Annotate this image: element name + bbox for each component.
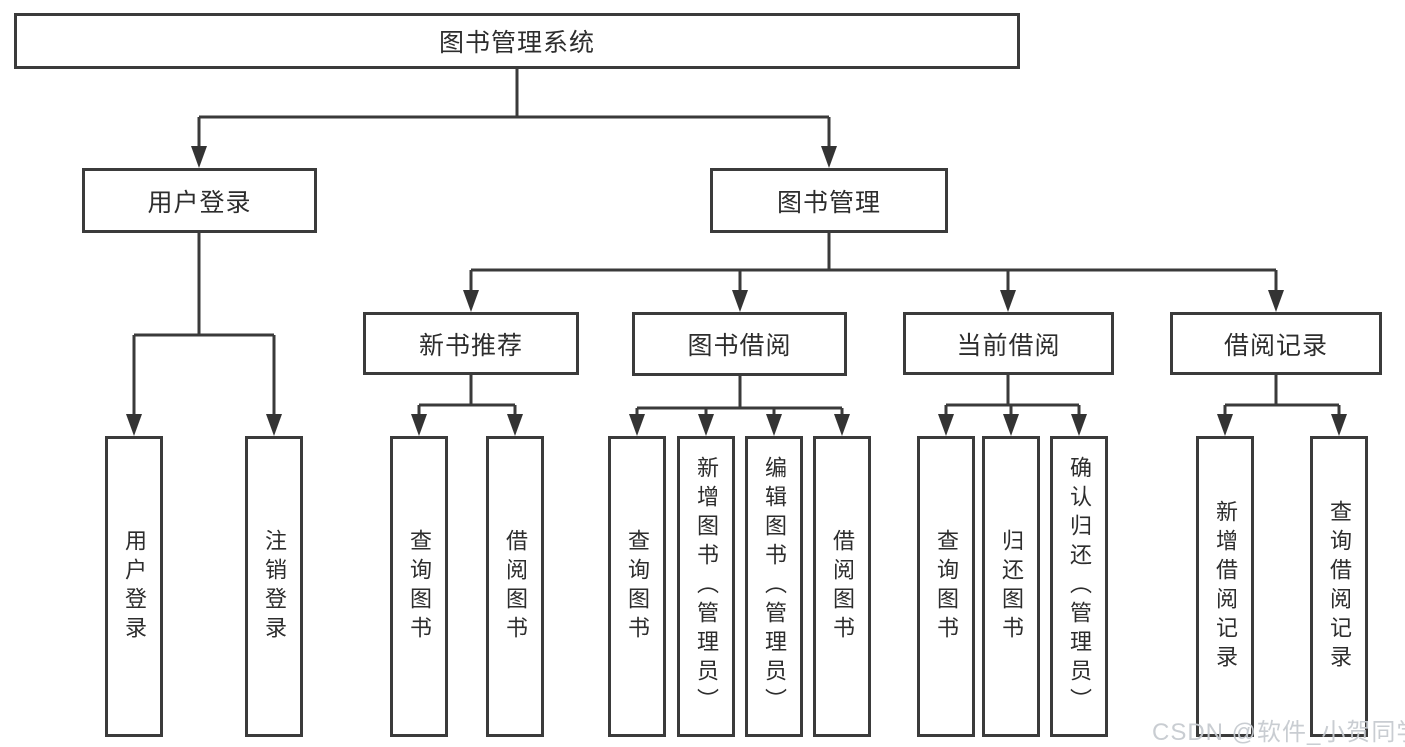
leaf-return-book: 归还图书 (982, 436, 1040, 737)
arrowhead (463, 290, 479, 312)
leaf-label: 编辑图书（管理员） (762, 456, 787, 717)
connector-user-login-group (132, 233, 276, 418)
node-root-label: 图书管理系统 (438, 29, 595, 57)
leaf-label: 归还图书 (999, 528, 1024, 645)
node-current-borrow-label: 当前借阅 (956, 331, 1061, 360)
leaf-logout: 注销登录 (245, 436, 303, 737)
leaf-label: 查询图书 (625, 528, 650, 645)
node-book-management-label: 图书管理 (776, 188, 881, 217)
leaf-label: 注销登录 (262, 528, 287, 645)
connector-borrow-group (635, 375, 844, 418)
arrowhead (698, 414, 714, 436)
arrowhead (507, 414, 523, 436)
arrowhead (821, 146, 837, 168)
arrowhead (191, 146, 207, 168)
connector-records-group (1223, 375, 1341, 418)
connector-book-mgmt-to-level3 (469, 233, 1278, 294)
leaf-edit-book-admin: 编辑图书（管理员） (745, 436, 803, 737)
leaf-query-borrow-record: 查询借阅记录 (1310, 436, 1368, 737)
node-book-borrow-label: 图书借阅 (687, 332, 792, 360)
leaf-label: 借阅图书 (503, 528, 528, 645)
connector-root-to-level2 (197, 69, 831, 150)
node-new-book-recommend-label: 新书推荐 (418, 331, 523, 360)
csdn-watermark: CSDN @软件_小贺同学 (1152, 719, 1405, 746)
connector-current-group (944, 375, 1081, 418)
arrowhead (1331, 414, 1347, 436)
node-book-management: 图书管理 (710, 168, 948, 233)
leaf-label: 新增图书（管理员） (694, 456, 719, 717)
leaf-query-books-3: 查询图书 (917, 436, 975, 737)
leaf-label: 新增借阅记录 (1213, 499, 1238, 674)
leaf-label: 用户登录 (122, 528, 147, 645)
leaf-borrow-books-1: 借阅图书 (486, 436, 544, 737)
leaf-label: 确认归还（管理员） (1067, 456, 1092, 717)
arrowhead (1071, 414, 1087, 436)
node-root: 图书管理系统 (14, 13, 1020, 69)
leaf-label: 借阅图书 (830, 528, 855, 645)
leaf-query-books-1: 查询图书 (390, 436, 448, 737)
arrowhead (629, 414, 645, 436)
arrowhead (1217, 414, 1233, 436)
arrowhead (732, 290, 748, 312)
leaf-label: 查询图书 (934, 528, 959, 645)
leaf-user-login: 用户登录 (105, 436, 163, 737)
arrowhead (126, 414, 142, 436)
leaf-add-borrow-record: 新增借阅记录 (1196, 436, 1254, 737)
node-new-book-recommend: 新书推荐 (363, 312, 579, 375)
node-borrow-records-label: 借阅记录 (1223, 331, 1328, 360)
arrowhead (766, 414, 782, 436)
arrowhead (266, 414, 282, 436)
leaf-label: 查询图书 (407, 528, 432, 645)
arrowhead (1000, 290, 1016, 312)
leaf-label: 查询借阅记录 (1327, 499, 1352, 674)
connector-new-book-group (417, 375, 517, 418)
node-borrow-records: 借阅记录 (1170, 312, 1382, 375)
node-current-borrow: 当前借阅 (903, 312, 1114, 375)
arrowhead (834, 414, 850, 436)
arrowhead (938, 414, 954, 436)
node-user-login: 用户登录 (82, 168, 317, 233)
leaf-query-books-2: 查询图书 (608, 436, 666, 737)
node-user-login-label: 用户登录 (147, 188, 252, 217)
arrowhead (411, 414, 427, 436)
leaf-add-book-admin: 新增图书（管理员） (677, 436, 735, 737)
node-book-borrow: 图书借阅 (632, 312, 847, 376)
arrowhead (1268, 290, 1284, 312)
arrowhead (1003, 414, 1019, 436)
leaf-borrow-books-2: 借阅图书 (813, 436, 871, 737)
leaf-confirm-return-admin: 确认归还（管理员） (1050, 436, 1108, 737)
